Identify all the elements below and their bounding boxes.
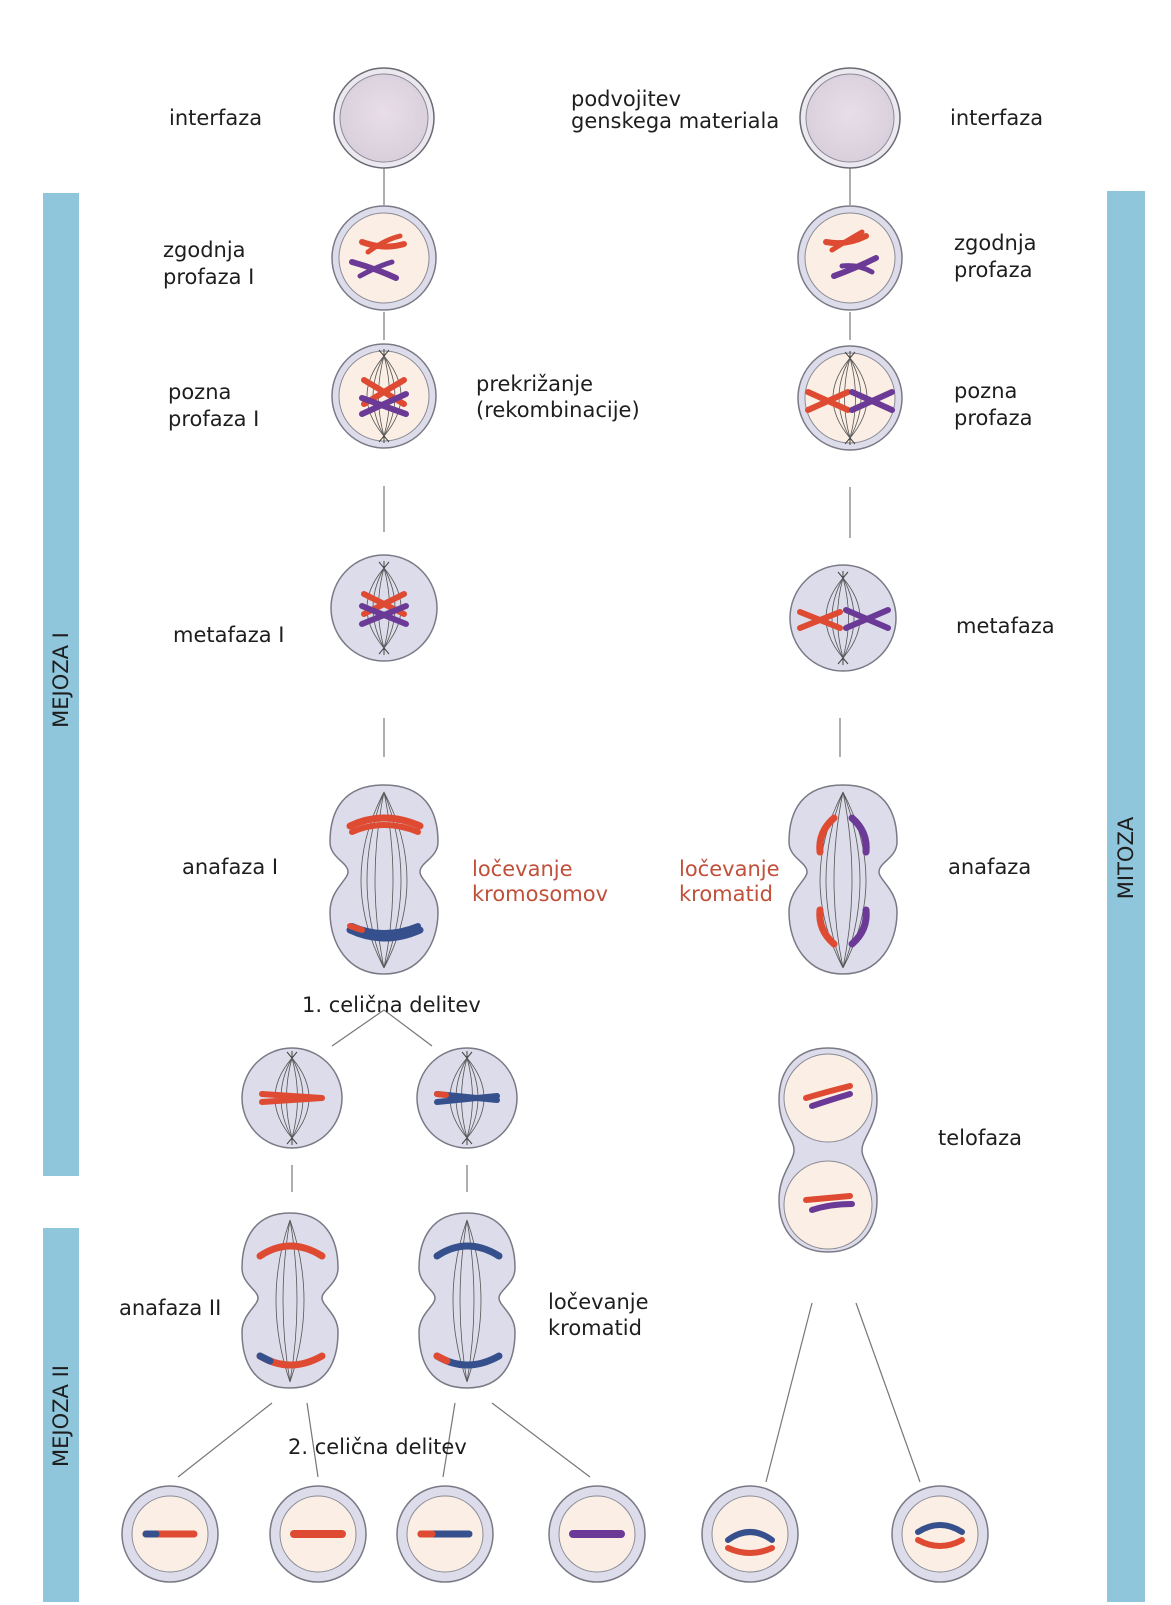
metaphase-1-cell [331,555,437,661]
anaphase-2-cell-red [242,1213,338,1388]
label-dna-replication-2: genskega materiala [571,109,779,134]
label-early-prophase-1-b: profaza I [163,265,254,290]
label-chromosome-separation-a: ločevanje [472,857,573,882]
anaphase-1-cell [330,785,438,974]
label-chromatid-separation-mitosis-a: ločevanje [679,857,780,882]
label-chromosome-separation-b: kromosomov [472,882,608,907]
label-crossing-over-a: prekrižanje [476,372,593,397]
anaphase-2-cell-blue [419,1213,515,1388]
gamete-cell-3 [397,1486,493,1582]
label-crossing-over-b: (rekombinacije) [476,398,640,423]
label-anaphase-2: anafaza II [119,1296,221,1321]
metaphase-cell [790,565,896,671]
label-interphase-left: interfaza [169,106,262,131]
label-anaphase-1: anafaza I [182,855,278,880]
label-late-prophase-a: pozna [954,379,1017,404]
anaphase-cell [789,785,897,974]
mitosis-daughter-cell-2 [892,1486,988,1582]
label-late-prophase-1-b: profaza I [168,407,259,432]
early-prophase-cell [798,206,902,310]
label-chromatid-separation-meiosis-a: ločevanje [548,1290,649,1315]
gamete-cell-1 [122,1486,218,1582]
label-metaphase-1: metafaza I [173,623,285,648]
meiosis-2-band-label: MEJOZA II [49,1356,73,1476]
label-early-prophase-1-a: zgodnja [163,238,246,263]
label-early-prophase-b: profaza [954,258,1033,283]
meiosis-daughter-cell-blue [417,1048,517,1148]
label-chromatid-separation-mitosis-b: kromatid [679,882,773,907]
label-second-division: 2. celična delitev [288,1435,467,1460]
meiosis-1-band-label: MEJOZA I [49,630,73,730]
mitosis-daughter-cell-1 [702,1486,798,1582]
mitosis-band-label: MITOZA [1114,808,1138,908]
label-anaphase: anafaza [948,855,1031,880]
telophase-cell [779,1048,877,1252]
label-metaphase: metafaza [956,614,1055,639]
label-early-prophase-a: zgodnja [954,231,1037,256]
gamete-cell-4 [549,1486,645,1582]
late-prophase-1-cell [332,344,436,448]
early-prophase-1-cell [332,206,436,310]
label-chromatid-separation-meiosis-b: kromatid [548,1316,642,1341]
interphase-cell-left [334,68,434,168]
label-late-prophase-1-a: pozna [168,380,231,405]
interphase-cell-right [800,68,900,168]
meiosis-daughter-cell-red [242,1048,342,1148]
label-telophase: telofaza [938,1126,1022,1151]
label-late-prophase-b: profaza [954,406,1033,431]
label-interphase-right: interfaza [950,106,1043,131]
gamete-cell-2 [270,1486,366,1582]
label-first-division: 1. celična delitev [302,993,481,1018]
late-prophase-cell [798,346,902,450]
